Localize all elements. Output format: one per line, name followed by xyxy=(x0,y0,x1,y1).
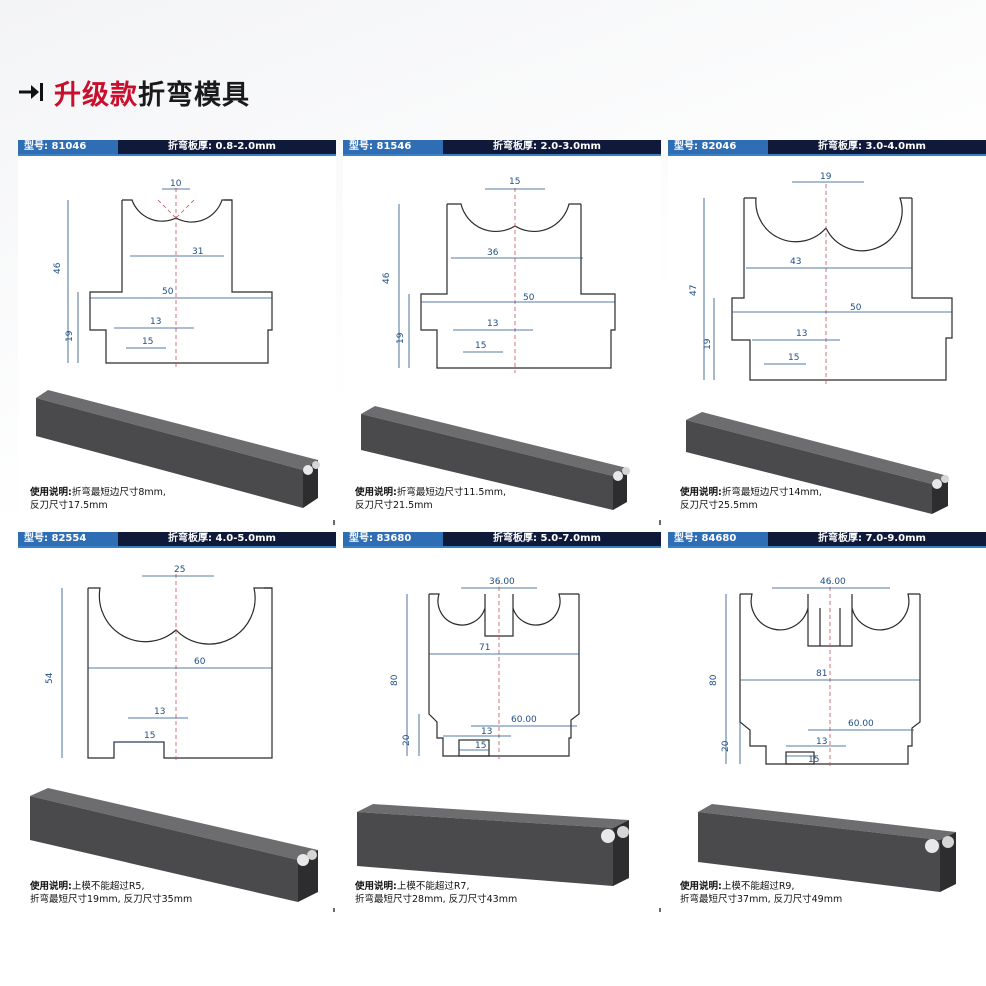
thickness-label: 折弯板厚: 4.0-5.0mm xyxy=(168,533,276,544)
svg-text:43: 43 xyxy=(790,257,801,267)
svg-text:46: 46 xyxy=(382,272,392,284)
product-card-81546: 型号: 81546 折弯板厚: 2.0-3.0mm 15 36 50 13 15… xyxy=(343,140,661,520)
svg-text:54: 54 xyxy=(45,672,55,684)
card-header: 型号: 81546 折弯板厚: 2.0-3.0mm xyxy=(343,140,661,156)
thickness-label: 折弯板厚: 5.0-7.0mm xyxy=(493,533,601,544)
svg-text:13: 13 xyxy=(481,727,492,737)
svg-text:80: 80 xyxy=(709,674,719,686)
usage-note: 使用说明:折弯最短边尺寸8mm,反刀尺寸17.5mm xyxy=(30,487,166,511)
svg-text:50: 50 xyxy=(523,293,535,303)
svg-text:46.00: 46.00 xyxy=(820,577,846,587)
svg-text:60.00: 60.00 xyxy=(848,719,874,729)
usage-note: 使用说明:上模不能超过R9,折弯最短尺寸37mm, 反刀尺寸49mm xyxy=(680,881,843,905)
model-tab: 型号: 81546 xyxy=(343,140,443,154)
product-card-84680: 型号: 84680 折弯板厚: 7.0-9.0mm 46.00 81 60.00… xyxy=(668,532,986,908)
product-card-82554: 型号: 82554 折弯板厚: 4.0-5.0mm 25 60 13 15 54… xyxy=(18,532,336,908)
usage-note: 使用说明:上模不能超过R7,折弯最短尺寸28mm, 反刀尺寸43mm xyxy=(355,881,518,905)
title-rest: 折弯模具 xyxy=(138,79,250,111)
die-drawing: 10 31 50 13 15 46 19 xyxy=(36,179,320,508)
svg-text:15: 15 xyxy=(808,755,819,765)
svg-text:60: 60 xyxy=(194,657,206,667)
svg-text:80: 80 xyxy=(390,674,400,686)
card-header: 型号: 82554 折弯板厚: 4.0-5.0mm xyxy=(18,532,336,548)
model-tab: 型号: 82046 xyxy=(668,140,768,154)
svg-text:36: 36 xyxy=(487,248,499,258)
product-card-81046: 型号: 81046 折弯板厚: 0.8-2.0mm 10 31 50 13 15… xyxy=(18,140,336,520)
thickness-value: 0.8-2.0mm xyxy=(215,141,276,152)
svg-text:13: 13 xyxy=(796,329,807,339)
model-number: 82554 xyxy=(51,533,87,544)
model-number: 81546 xyxy=(376,141,412,152)
usage-note: 使用说明:折弯最短边尺寸14mm,反刀尺寸25.5mm xyxy=(680,487,822,511)
svg-text:19: 19 xyxy=(703,338,713,350)
svg-text:19: 19 xyxy=(396,332,406,344)
model-tab: 型号: 83680 xyxy=(343,532,443,546)
die-drawing: 15 36 50 13 15 46 19 xyxy=(361,177,630,510)
dim-h-total: 46 xyxy=(53,262,63,274)
svg-text:50: 50 xyxy=(850,303,862,313)
svg-text:13: 13 xyxy=(816,737,827,747)
svg-text:15: 15 xyxy=(475,341,486,351)
usage-note: 使用说明:折弯最短边尺寸11.5mm,反刀尺寸21.5mm xyxy=(355,487,506,511)
thickness-value: 2.0-3.0mm xyxy=(540,141,601,152)
die-drawing: 19 43 50 13 15 47 19 xyxy=(686,172,953,514)
model-number: 81046 xyxy=(51,141,87,152)
svg-text:71: 71 xyxy=(479,643,490,653)
dim-base: 50 xyxy=(162,287,174,297)
svg-text:47: 47 xyxy=(689,285,699,296)
page-title: 升级款折弯模具 xyxy=(18,74,250,111)
card-header: 型号: 82046 折弯板厚: 3.0-4.0mm xyxy=(668,140,986,156)
model-number: 84680 xyxy=(701,533,737,544)
svg-text:25: 25 xyxy=(174,565,185,575)
dim-h-base: 19 xyxy=(65,330,75,342)
product-card-82046: 型号: 82046 折弯板厚: 3.0-4.0mm 19 43 50 13 15… xyxy=(668,140,986,520)
usage-note: 使用说明:上模不能超过R5,折弯最短尺寸19mm, 反刀尺寸35mm xyxy=(30,881,193,905)
card-header: 型号: 81046 折弯板厚: 0.8-2.0mm xyxy=(18,140,336,156)
dim-top: 10 xyxy=(170,179,182,189)
svg-text:15: 15 xyxy=(144,731,155,741)
svg-text:19: 19 xyxy=(820,172,832,182)
thickness-label: 折弯板厚: 7.0-9.0mm xyxy=(818,533,926,544)
svg-text:36.00: 36.00 xyxy=(489,577,515,587)
model-tab: 型号: 81046 xyxy=(18,140,118,154)
die-drawing: 25 60 13 15 54 xyxy=(30,565,318,902)
svg-text:13: 13 xyxy=(487,319,498,329)
svg-text:81: 81 xyxy=(816,669,827,679)
product-card-83680: 型号: 83680 折弯板厚: 5.0-7.0mm 36.00 71 60.00… xyxy=(343,532,661,908)
model-tab: 型号: 84680 xyxy=(668,532,768,546)
dim-mid: 31 xyxy=(192,247,203,257)
arrow-into-bar-icon xyxy=(19,83,43,101)
title-highlight: 升级款 xyxy=(54,79,138,111)
card-header: 型号: 84680 折弯板厚: 7.0-9.0mm xyxy=(668,532,986,548)
svg-text:60.00: 60.00 xyxy=(511,715,537,725)
thickness-label: 折弯板厚: 2.0-3.0mm xyxy=(493,141,601,152)
svg-text:15: 15 xyxy=(788,353,799,363)
svg-text:20: 20 xyxy=(402,734,412,746)
dim-slot2: 15 xyxy=(142,337,153,347)
model-tab: 型号: 82554 xyxy=(18,532,118,546)
thickness-value: 4.0-5.0mm xyxy=(215,533,276,544)
thickness-label: 折弯板厚: 3.0-4.0mm xyxy=(818,141,926,152)
thickness-label: 折弯板厚: 0.8-2.0mm xyxy=(168,141,276,152)
svg-text:13: 13 xyxy=(154,707,165,717)
thickness-value: 5.0-7.0mm xyxy=(540,533,601,544)
thickness-value: 7.0-9.0mm xyxy=(865,533,926,544)
model-number: 82046 xyxy=(701,141,737,152)
die-drawing: 46.00 81 60.00 13 15 80 20 xyxy=(698,577,956,892)
svg-text:20: 20 xyxy=(721,740,731,752)
card-header: 型号: 83680 折弯板厚: 5.0-7.0mm xyxy=(343,532,661,548)
dim-slot1: 13 xyxy=(150,317,161,327)
svg-text:15: 15 xyxy=(475,741,486,751)
die-drawing: 36.00 71 60.00 13 15 80 20 xyxy=(357,577,629,886)
model-number: 83680 xyxy=(376,533,412,544)
svg-text:15: 15 xyxy=(509,177,520,187)
thickness-value: 3.0-4.0mm xyxy=(865,141,926,152)
